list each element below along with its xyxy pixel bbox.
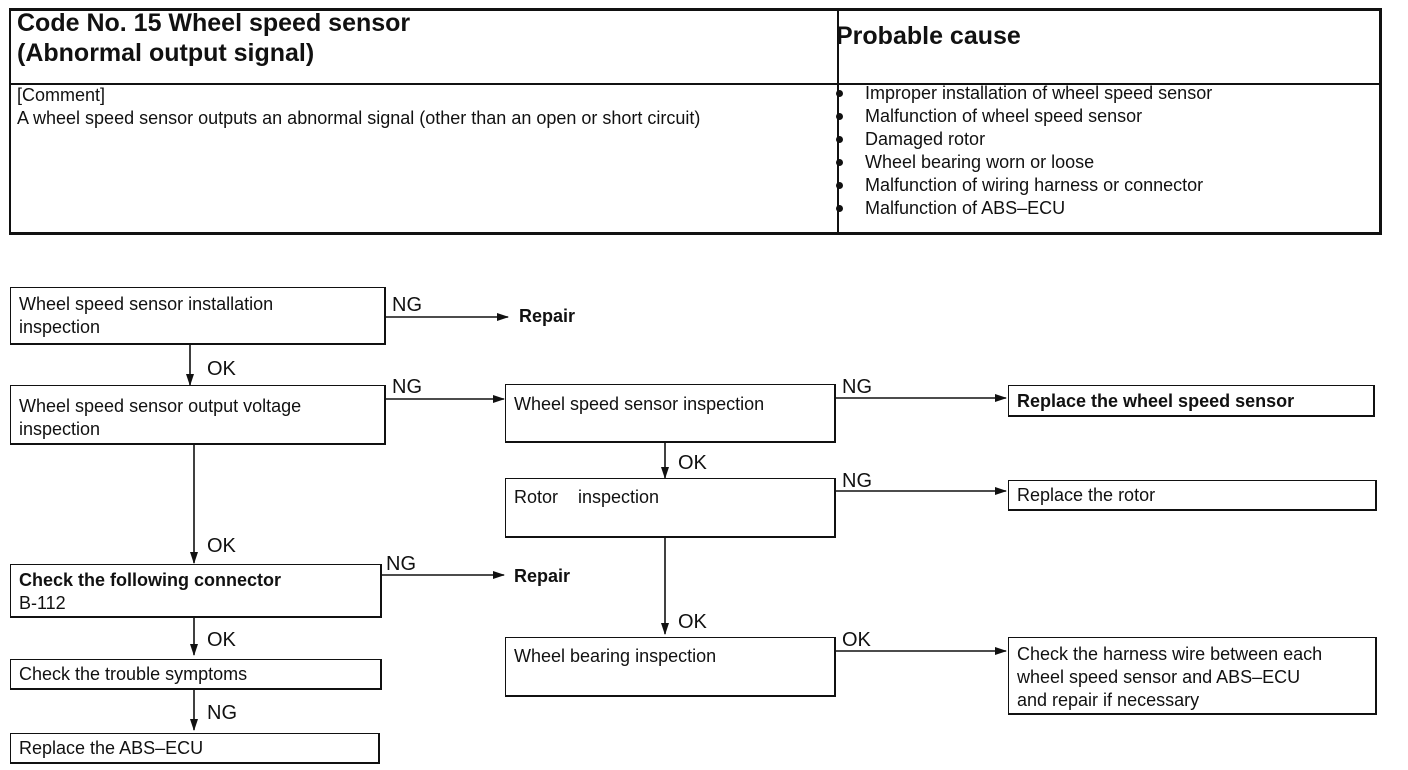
- comment-text: A wheel speed sensor outputs an abnormal…: [17, 108, 701, 128]
- ok-label-install: OK: [207, 358, 236, 380]
- cause-item: Malfunction of wheel speed sensor: [834, 105, 1212, 128]
- ok-label-connector: OK: [207, 629, 236, 651]
- code-title: Code No. 15 Wheel speed sensor (Abnormal…: [17, 8, 410, 68]
- cause-item: Wheel bearing worn or loose: [834, 151, 1212, 174]
- install-inspection-line1: Wheel speed sensor installation: [19, 294, 274, 314]
- bullet-icon: [836, 136, 843, 143]
- cause-item: Damaged rotor: [834, 128, 1212, 151]
- cause-item: Improper installation of wheel speed sen…: [834, 82, 1212, 105]
- voltage-inspection-line1: Wheel speed sensor output voltage: [19, 396, 302, 416]
- harness-check-line3: and repair if necessary: [1017, 690, 1200, 710]
- rotor-inspection-box: Rotor inspection: [505, 478, 836, 538]
- table-column-divider: [837, 11, 839, 232]
- harness-check-line2: wheel speed sensor and ABS–ECU: [1017, 667, 1301, 687]
- connector-check-box: Check the following connector B-112: [10, 564, 382, 618]
- harness-check-line1: Check the harness wire between each: [1017, 644, 1323, 664]
- cause-text: Improper installation of wheel speed sen…: [865, 83, 1213, 103]
- code-title-line2: (Abnormal output signal): [17, 39, 315, 67]
- comment-block: [Comment] A wheel speed sensor outputs a…: [17, 84, 700, 130]
- repair-label-1: Repair: [519, 306, 576, 326]
- voltage-inspection-line2: inspection: [19, 419, 101, 439]
- ng-label-rotor: NG: [842, 470, 872, 492]
- replace-ecu-box: Replace the ABS–ECU: [10, 733, 380, 764]
- cause-text: Damaged rotor: [865, 129, 986, 149]
- bullet-icon: [836, 182, 843, 189]
- bullet-icon: [836, 90, 843, 97]
- cause-text: Wheel bearing worn or loose: [865, 152, 1095, 172]
- trouble-symptoms-box: Check the trouble symptoms: [10, 659, 382, 690]
- harness-check-box: Check the harness wire between each whee…: [1008, 637, 1377, 715]
- sensor-inspection-box: Wheel speed sensor inspection: [505, 384, 836, 443]
- bearing-inspection-box: Wheel bearing inspection: [505, 637, 836, 697]
- ok-label-voltage: OK: [207, 535, 236, 557]
- ok-label-bearing: OK: [842, 629, 871, 651]
- voltage-inspection-box: Wheel speed sensor output voltage inspec…: [10, 385, 386, 445]
- bullet-icon: [836, 113, 843, 120]
- replace-sensor-box: Replace the wheel speed sensor: [1008, 385, 1375, 417]
- code-header-table: [9, 8, 1382, 235]
- cause-text: Malfunction of wiring harness or connect…: [865, 175, 1204, 195]
- ok-label-rotor: OK: [678, 611, 707, 633]
- code-title-line1: Code No. 15 Wheel speed sensor: [17, 9, 411, 37]
- ok-label-sensor: OK: [678, 452, 707, 474]
- probable-cause-title: Probable cause: [836, 22, 1021, 50]
- cause-item: Malfunction of ABS–ECU: [834, 197, 1212, 220]
- table-row-divider: [11, 83, 1379, 85]
- cause-text: Malfunction of ABS–ECU: [865, 198, 1066, 218]
- ng-label-symptoms: NG: [207, 702, 237, 724]
- install-inspection-box: Wheel speed sensor installation inspecti…: [10, 287, 386, 345]
- cause-item: Malfunction of wiring harness or connect…: [834, 174, 1212, 197]
- connector-check-line1: Check the following connector: [19, 570, 282, 590]
- replace-rotor-box: Replace the rotor: [1008, 480, 1377, 511]
- ng-label-sensor: NG: [842, 376, 872, 398]
- ng-label-install: NG: [392, 294, 422, 316]
- comment-label: [Comment]: [17, 85, 106, 105]
- install-inspection-line2: inspection: [19, 317, 101, 337]
- ng-label-connector: NG: [386, 553, 416, 575]
- probable-cause-list: Improper installation of wheel speed sen…: [834, 82, 1212, 220]
- ng-label-voltage: NG: [392, 376, 422, 398]
- cause-text: Malfunction of wheel speed sensor: [865, 106, 1143, 126]
- bullet-icon: [836, 159, 843, 166]
- bullet-icon: [836, 205, 843, 212]
- connector-check-line2: B-112: [19, 593, 66, 613]
- repair-label-2: Repair: [514, 566, 571, 586]
